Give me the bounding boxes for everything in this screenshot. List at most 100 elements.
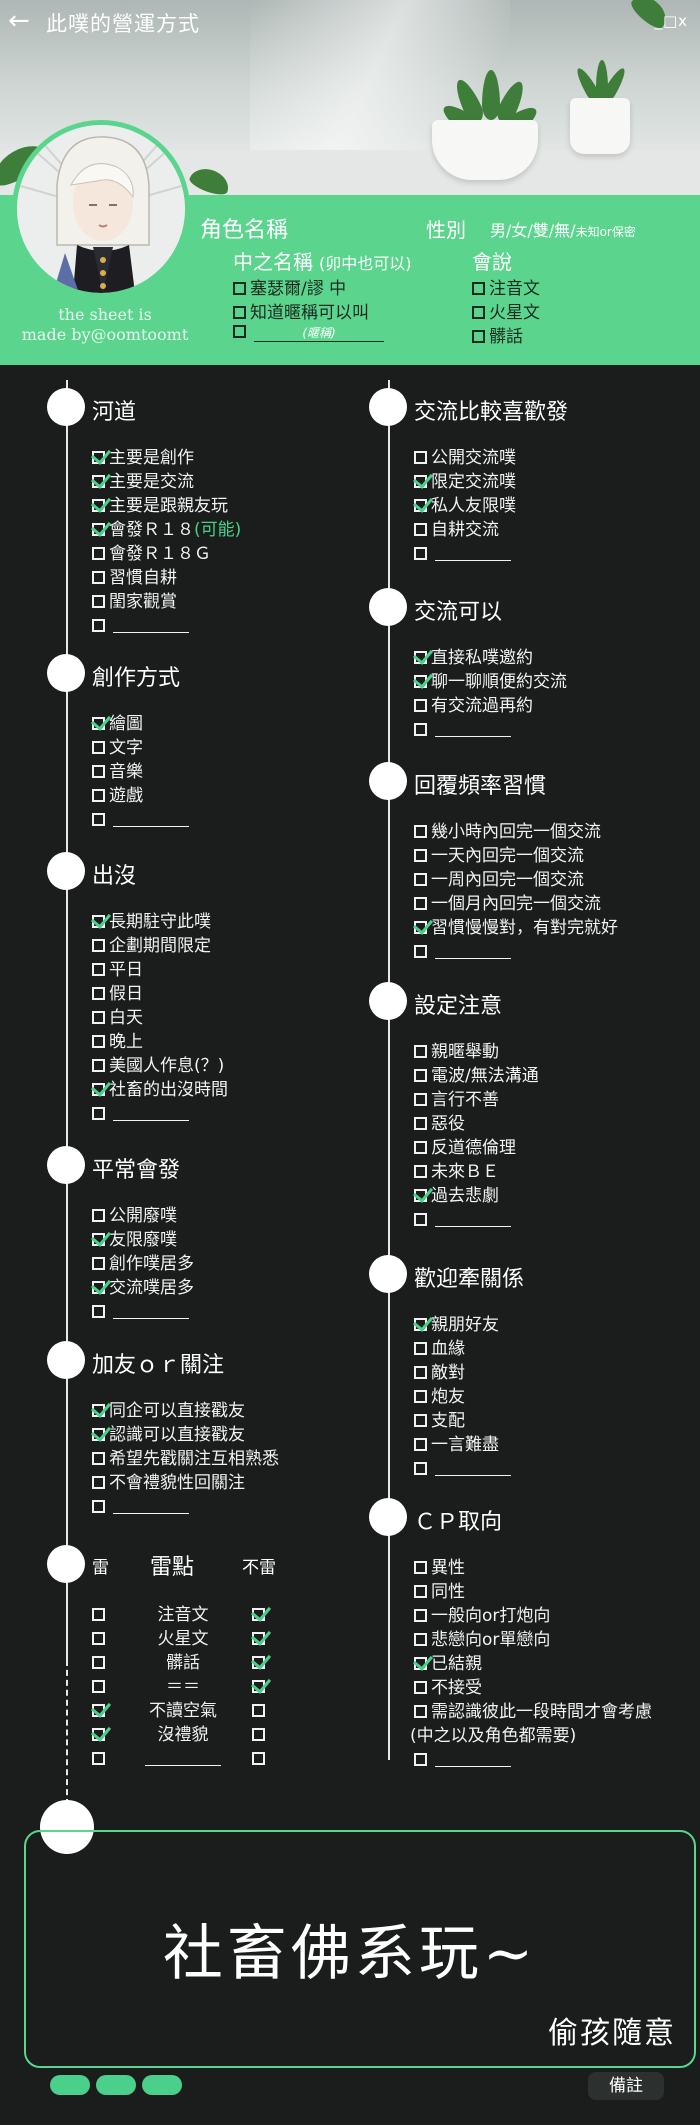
option-item[interactable]: 美國人作息(？) bbox=[92, 1054, 228, 1078]
checkbox[interactable] bbox=[92, 789, 105, 802]
checkbox[interactable] bbox=[92, 1500, 105, 1513]
checkbox[interactable] bbox=[414, 1705, 427, 1718]
checkbox[interactable] bbox=[414, 1633, 427, 1646]
checkbox-checked[interactable] bbox=[92, 717, 105, 730]
checkbox[interactable] bbox=[472, 306, 485, 319]
option-item[interactable]: 假日 bbox=[92, 982, 228, 1006]
option-item[interactable]: 過去悲劇 bbox=[414, 1184, 539, 1208]
checkbox[interactable] bbox=[414, 723, 427, 736]
checkbox[interactable] bbox=[414, 1561, 427, 1574]
profile-option[interactable]: 注音文 bbox=[472, 274, 540, 299]
checkbox-checked[interactable] bbox=[92, 475, 105, 488]
checkbox[interactable] bbox=[92, 595, 105, 608]
blank-line[interactable] bbox=[435, 1753, 511, 1767]
option-item[interactable] bbox=[414, 1208, 539, 1232]
checkbox[interactable] bbox=[252, 1704, 265, 1717]
checkbox[interactable] bbox=[92, 1656, 105, 1669]
memo-button[interactable]: 備註 bbox=[588, 2072, 664, 2100]
option-item[interactable]: 主要是創作 bbox=[92, 446, 241, 470]
checkbox[interactable] bbox=[92, 1209, 105, 1222]
checkbox-checked[interactable] bbox=[414, 475, 427, 488]
checkbox-checked[interactable] bbox=[252, 1608, 265, 1621]
option-item[interactable]: 私人友限噗 bbox=[414, 494, 516, 518]
checkbox[interactable] bbox=[252, 1752, 265, 1765]
checkbox[interactable] bbox=[92, 1107, 105, 1120]
checkbox[interactable] bbox=[92, 1059, 105, 1072]
option-item[interactable] bbox=[92, 1102, 228, 1126]
checkbox-checked[interactable] bbox=[414, 499, 427, 512]
checkbox[interactable] bbox=[414, 825, 427, 838]
checkbox[interactable] bbox=[414, 1045, 427, 1058]
checkbox[interactable] bbox=[92, 1305, 105, 1318]
page-dot-1[interactable] bbox=[50, 2075, 90, 2095]
checkbox[interactable] bbox=[233, 306, 246, 319]
checkbox[interactable] bbox=[92, 741, 105, 754]
option-item[interactable]: 晚上 bbox=[92, 1030, 228, 1054]
checkbox-checked[interactable] bbox=[252, 1680, 265, 1693]
checkbox[interactable] bbox=[414, 1438, 427, 1451]
checkbox[interactable] bbox=[414, 1366, 427, 1379]
blank-line[interactable] bbox=[113, 813, 189, 827]
checkbox[interactable] bbox=[92, 571, 105, 584]
checkbox[interactable] bbox=[92, 939, 105, 952]
blank-line[interactable] bbox=[435, 1213, 511, 1227]
option-item[interactable] bbox=[414, 718, 567, 742]
option-item[interactable]: 閨家觀賞 bbox=[92, 590, 241, 614]
checkbox-checked[interactable] bbox=[92, 915, 105, 928]
checkbox[interactable] bbox=[414, 1681, 427, 1694]
option-item[interactable]: (中之以及角色都需要) bbox=[410, 1724, 652, 1748]
option-item[interactable]: 親朋好友 bbox=[414, 1313, 511, 1337]
blank-line[interactable] bbox=[145, 1752, 221, 1766]
option-item[interactable]: 限定交流噗 bbox=[414, 470, 516, 494]
option-item[interactable]: 音樂 bbox=[92, 760, 189, 784]
blank-line[interactable] bbox=[435, 547, 511, 561]
option-item[interactable]: 認識可以直接戳友 bbox=[92, 1423, 279, 1447]
checkbox[interactable] bbox=[414, 849, 427, 862]
option-item[interactable]: 親暱舉動 bbox=[414, 1040, 539, 1064]
checkbox-checked[interactable] bbox=[92, 1233, 105, 1246]
checkbox[interactable] bbox=[414, 1609, 427, 1622]
option-item[interactable]: 幾小時內回完一個交流 bbox=[414, 820, 618, 844]
option-item[interactable]: 繪圖 bbox=[92, 712, 189, 736]
checkbox[interactable] bbox=[92, 765, 105, 778]
checkbox[interactable] bbox=[414, 897, 427, 910]
checkbox[interactable] bbox=[233, 282, 246, 295]
checkbox[interactable] bbox=[414, 699, 427, 712]
option-item[interactable] bbox=[92, 614, 241, 638]
profile-option[interactable]: 髒話 bbox=[472, 322, 523, 347]
checkbox[interactable] bbox=[414, 1213, 427, 1226]
option-item[interactable]: 不會禮貌性回關注 bbox=[92, 1471, 279, 1495]
option-item[interactable] bbox=[414, 1748, 652, 1772]
checkbox[interactable] bbox=[92, 987, 105, 1000]
option-item[interactable]: 會發Ｒ１８Ｇ bbox=[92, 542, 241, 566]
checkbox[interactable] bbox=[92, 619, 105, 632]
checkbox[interactable] bbox=[92, 1632, 105, 1645]
option-item[interactable]: 公開交流噗 bbox=[414, 446, 516, 470]
option-item[interactable]: 一天內回完一個交流 bbox=[414, 844, 618, 868]
page-dot-2[interactable] bbox=[96, 2075, 136, 2095]
option-item[interactable]: 支配 bbox=[414, 1409, 511, 1433]
profile-option[interactable]: 塞瑟爾/謬 中 bbox=[233, 274, 346, 299]
checkbox-checked[interactable] bbox=[92, 1281, 105, 1294]
checkbox-checked[interactable] bbox=[92, 1704, 105, 1717]
option-item[interactable] bbox=[92, 1495, 279, 1519]
blank-line[interactable] bbox=[435, 723, 511, 737]
checkbox[interactable] bbox=[92, 1257, 105, 1270]
profile-option[interactable]: 火星文 bbox=[472, 298, 540, 323]
option-item[interactable]: 會發Ｒ１８(可能) bbox=[92, 518, 241, 542]
option-item[interactable]: 主要是交流 bbox=[92, 470, 241, 494]
option-item[interactable]: 公開廢噗 bbox=[92, 1204, 194, 1228]
checkbox-checked[interactable] bbox=[414, 675, 427, 688]
option-item[interactable]: 未來ＢＥ bbox=[414, 1160, 539, 1184]
option-item[interactable]: 惡役 bbox=[414, 1112, 539, 1136]
option-item[interactable]: 直接私噗邀約 bbox=[414, 646, 567, 670]
back-arrow-icon[interactable]: ← bbox=[8, 6, 30, 36]
checkbox-checked[interactable] bbox=[92, 1083, 105, 1096]
checkbox[interactable] bbox=[414, 1390, 427, 1403]
checkbox-checked[interactable] bbox=[92, 1404, 105, 1417]
option-item[interactable]: 一個月內回完一個交流 bbox=[414, 892, 618, 916]
option-item[interactable]: 炮友 bbox=[414, 1385, 511, 1409]
option-item[interactable]: 同性 bbox=[414, 1580, 652, 1604]
blank-line[interactable] bbox=[113, 619, 189, 633]
option-item[interactable]: 需認識彼此一段時間才會考慮 bbox=[414, 1700, 652, 1724]
